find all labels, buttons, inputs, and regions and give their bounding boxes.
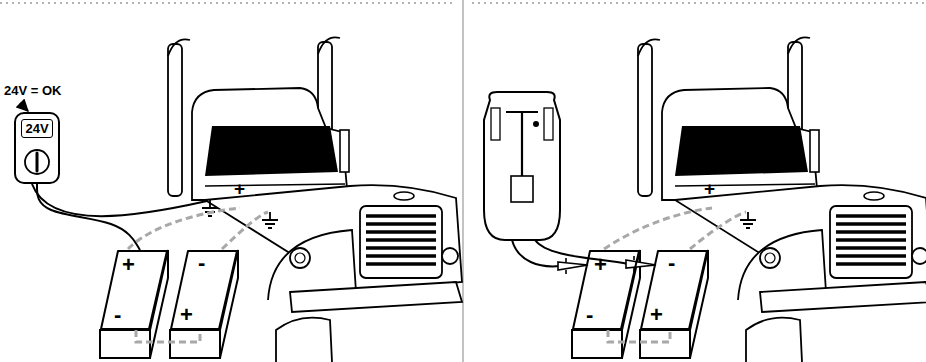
terminal-sign: + <box>122 254 135 276</box>
meter-display: 24V <box>21 119 52 138</box>
battery: -+ <box>170 250 238 330</box>
battery-top <box>573 251 639 329</box>
meter-body <box>15 113 59 183</box>
callout-text: 24V = OK <box>4 84 61 98</box>
battery-link <box>608 330 670 342</box>
terminal-sign: + <box>594 254 607 276</box>
battery: +- <box>572 250 640 330</box>
panel-divider <box>462 0 463 362</box>
ground-symbol <box>740 212 756 228</box>
vehicle-wiring <box>128 208 746 249</box>
battery: -+ <box>640 250 708 330</box>
battery-body <box>100 250 708 358</box>
terminal-sign: - <box>668 252 675 274</box>
jump-starter <box>484 92 560 240</box>
dotted-rule <box>472 2 926 4</box>
terminal-sign: + <box>234 179 245 200</box>
terminal-sign: - <box>586 304 593 326</box>
battery-top <box>641 251 707 329</box>
battery-top <box>101 251 167 329</box>
ground-symbol <box>262 212 278 228</box>
meter-knob <box>36 153 39 171</box>
terminal-sign: + <box>650 304 663 326</box>
battery-top <box>171 251 237 329</box>
battery-clamp <box>558 256 656 274</box>
battery-link <box>136 330 200 342</box>
truck-drawing <box>638 37 926 362</box>
terminal-sign: + <box>704 179 715 200</box>
test-lead <box>37 184 140 250</box>
truck-drawing <box>168 37 462 362</box>
battery: +- <box>100 250 168 330</box>
meter-dial <box>25 150 49 174</box>
terminal-sign: - <box>114 304 121 326</box>
dotted-rule <box>0 2 455 4</box>
terminal-sign: + <box>180 304 193 326</box>
terminal-sign: - <box>198 252 205 274</box>
callout-arrow <box>20 103 28 111</box>
multimeter: 24V <box>14 112 60 184</box>
meter-lead <box>32 184 207 216</box>
